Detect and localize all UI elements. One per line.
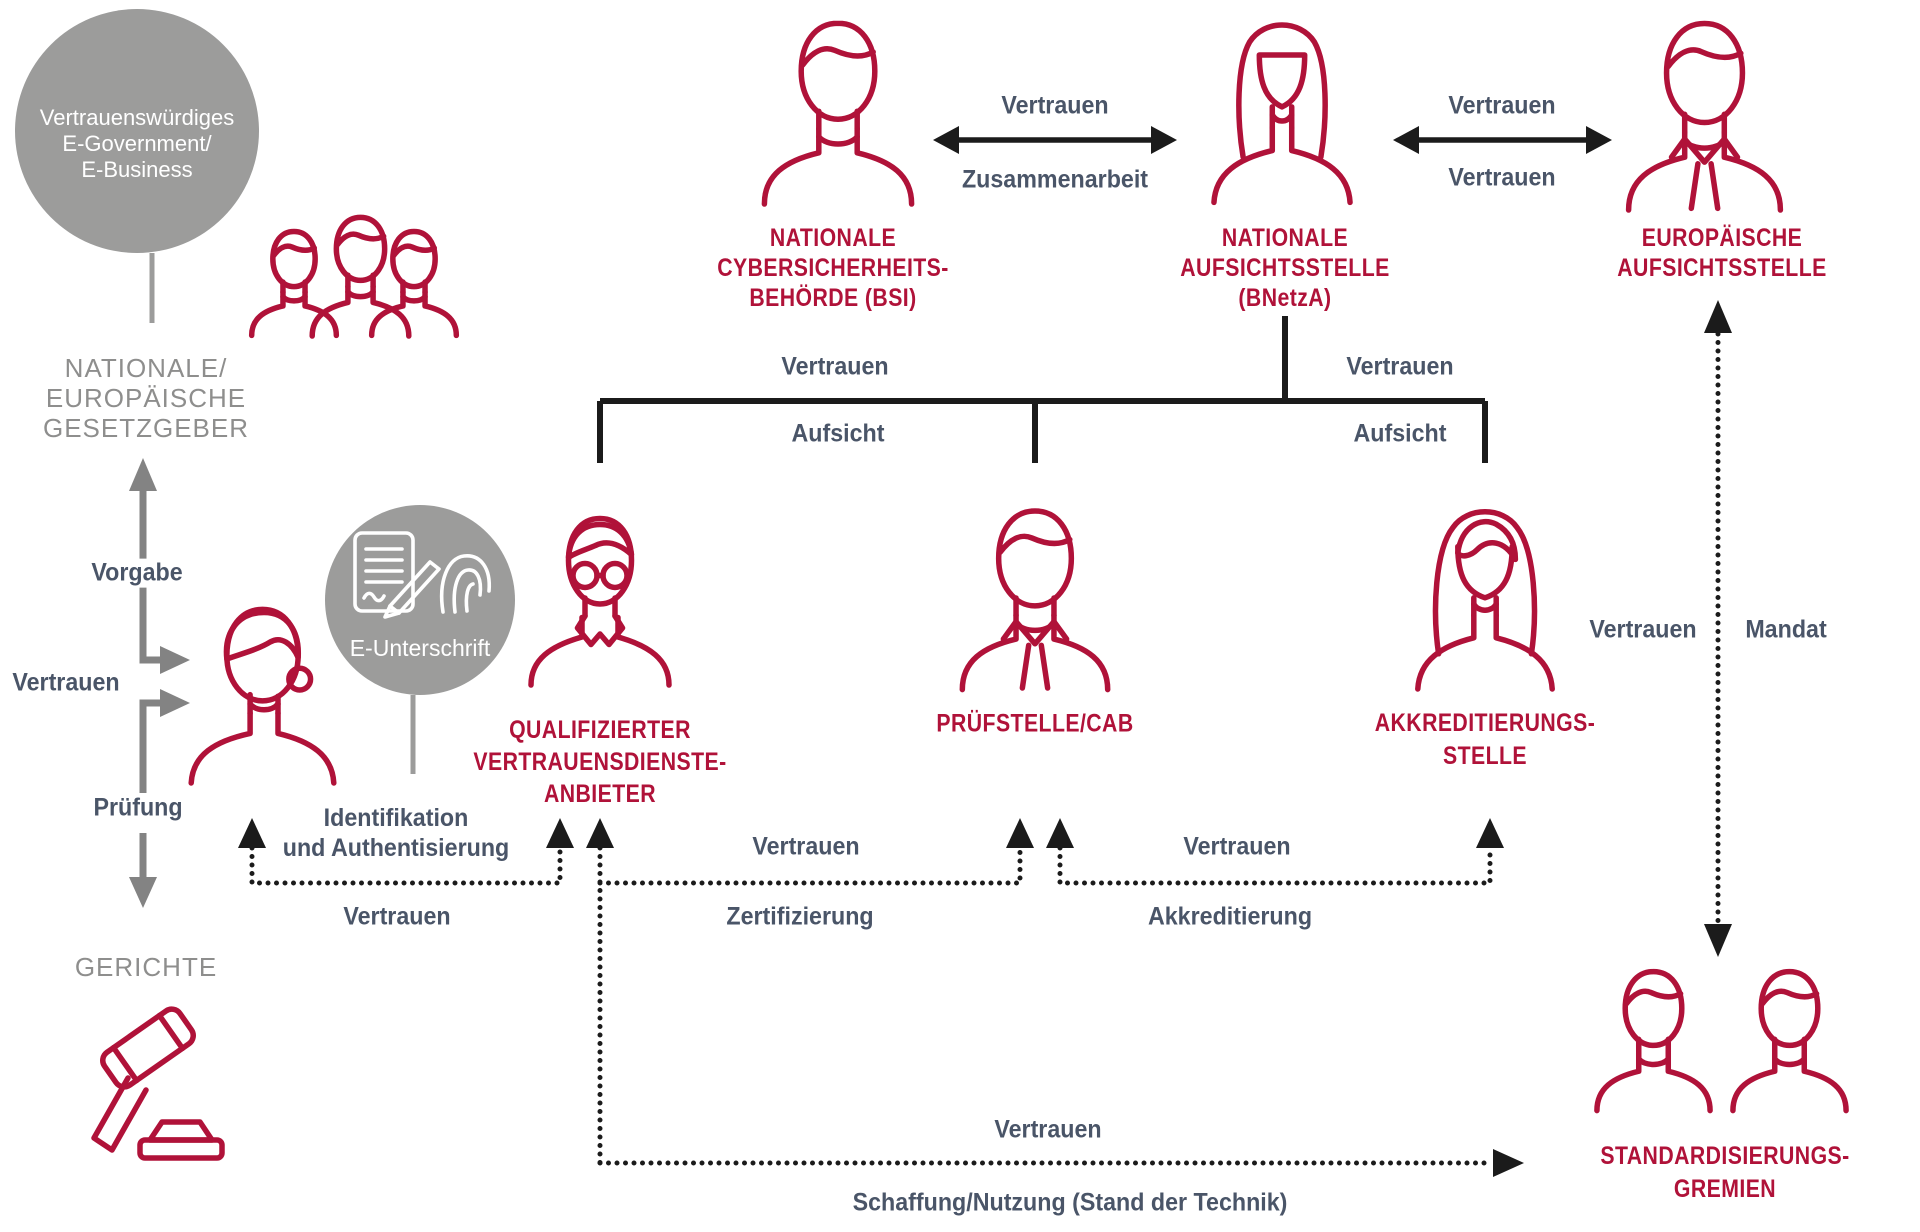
dotted-link-arrowheads — [238, 300, 1732, 1177]
qvda-label-line: VERTRAUENSDIENSTE- — [473, 748, 727, 776]
egov-bubble-line: E-Government/ — [62, 131, 212, 156]
akkreditierung-label: Akkreditierung — [1147, 902, 1313, 931]
accreditation-label-line: STELLE — [1442, 742, 1528, 770]
identification-label: Identifikation und Authentisierung — [283, 803, 509, 863]
legislators-people-icon — [252, 217, 457, 336]
mandat-label: Mandat — [1745, 615, 1827, 644]
zertifizierung-label: Zertifizierung — [726, 902, 874, 931]
bnetza-label: NATIONALE AUFSICHTSSTELLE (BNetzA) — [1180, 223, 1389, 313]
accreditation-label-line: AKKREDITIERUNGS- — [1374, 709, 1596, 737]
fingerprint-icon — [439, 554, 491, 614]
qvda-label-line: QUALIFIZIERTER — [509, 716, 691, 744]
eu-supervisor-person-icon — [1629, 24, 1781, 210]
legislator-label-line: GESETZGEBER — [42, 413, 250, 443]
standards-bodies-label-line: STANDARDISIERUNGS- — [1600, 1142, 1850, 1170]
zert-vertrauen-label: Vertrauen — [752, 832, 860, 861]
aufsicht-tree-lines — [597, 316, 1488, 463]
arrow1-below-label: Zusammenarbeit — [961, 165, 1149, 194]
arrow2-below-label: Vertrauen — [1448, 163, 1556, 192]
bsi-label-line: CYBERSICHERHEITS- — [717, 254, 949, 282]
egov-bubble-line: Vertrauenswürdiges — [39, 105, 235, 130]
bsi-label-line: NATIONALE — [769, 224, 897, 252]
identification-label-line: und Authentisierung — [282, 834, 510, 862]
tree-vertrauen-right-label: Vertrauen — [1346, 352, 1454, 381]
esign-bubble-label: E-Unterschrift — [349, 634, 491, 661]
pruefung-label: Prüfung — [86, 793, 190, 823]
egov-bubble — [15, 9, 259, 253]
mandate-vertrauen-label: Vertrauen — [1589, 615, 1697, 644]
legislator-label: NATIONALE/ EUROPÄISCHE GESETZGEBER — [43, 353, 249, 443]
user-person-icon — [191, 609, 334, 783]
arrow2-above-label: Vertrauen — [1448, 91, 1556, 120]
standards-people-icon — [1597, 972, 1846, 1111]
vorgabe-label: Vorgabe — [84, 558, 190, 588]
qvda-label: QUALIFIZIERTER VERTRAUENSDIENSTE- ANBIET… — [473, 714, 726, 810]
legislator-label-line: EUROPÄISCHE — [45, 383, 247, 413]
standards-vertrauen-label: Vertrauen — [994, 1115, 1102, 1144]
standards-bodies-label: STANDARDISIERUNGS- GREMIEN — [1600, 1140, 1849, 1206]
akkr-vertrauen-label: Vertrauen — [1183, 832, 1291, 861]
bnetza-label-line: NATIONALE — [1221, 224, 1349, 252]
vertrauen-user-label: Vertrauen — [12, 668, 120, 697]
eu-supervisor-label: EUROPÄISCHE AUFSICHTSSTELLE — [1617, 223, 1826, 283]
standards-bodies-label-line: GREMIEN — [1673, 1175, 1777, 1203]
qvda-person-icon — [531, 519, 669, 686]
eu-supervisor-label-line: AUFSICHTSSTELLE — [1617, 254, 1827, 282]
tree-aufsicht-left-label: Aufsicht — [791, 419, 885, 448]
esign-bubble — [325, 505, 515, 695]
bnetza-label-line: AUFSICHTSSTELLE — [1180, 254, 1390, 282]
qvda-label-line: ANBIETER — [543, 780, 657, 808]
identification-label-line: Identifikation — [323, 804, 469, 832]
eu-supervisor-label-line: EUROPÄISCHE — [1641, 224, 1803, 252]
accreditation-person-icon — [1418, 512, 1552, 689]
legislator-label-line: NATIONALE/ — [64, 353, 228, 383]
vertrauen-ident-label: Vertrauen — [343, 902, 451, 931]
tree-vertrauen-left-label: Vertrauen — [781, 352, 889, 381]
arrow1-above-label: Vertrauen — [1001, 91, 1109, 120]
tree-aufsicht-right-label: Aufsicht — [1353, 419, 1447, 448]
egov-bubble-line: E-Business — [81, 157, 193, 182]
left-flow-arrows — [129, 458, 190, 908]
gerichte-label: GERICHTE — [74, 952, 218, 983]
dotted-trust-links — [249, 331, 1721, 1166]
bsi-person-icon — [764, 23, 911, 204]
cab-person-icon — [962, 511, 1107, 690]
trust-arrows-top — [933, 126, 1612, 154]
gavel-icon — [94, 1005, 222, 1158]
schaffung-nutzung-label: Schaffung/Nutzung (Stand der Technik) — [852, 1188, 1288, 1217]
accreditation-label: AKKREDITIERUNGS- STELLE — [1375, 707, 1595, 773]
egov-bubble-label: Vertrauenswürdiges E-Government/ E-Busin… — [40, 105, 234, 183]
bsi-label: NATIONALE CYBERSICHERHEITS- BEHÖRDE (BSI… — [717, 223, 949, 313]
esign-document-icon — [353, 531, 441, 619]
bnetza-person-icon — [1214, 25, 1350, 202]
bnetza-label-line: (BNetzA) — [1238, 284, 1332, 312]
bsi-label-line: BEHÖRDE (BSI) — [749, 284, 917, 312]
cab-label: PRÜFSTELLE/CAB — [936, 709, 1134, 738]
